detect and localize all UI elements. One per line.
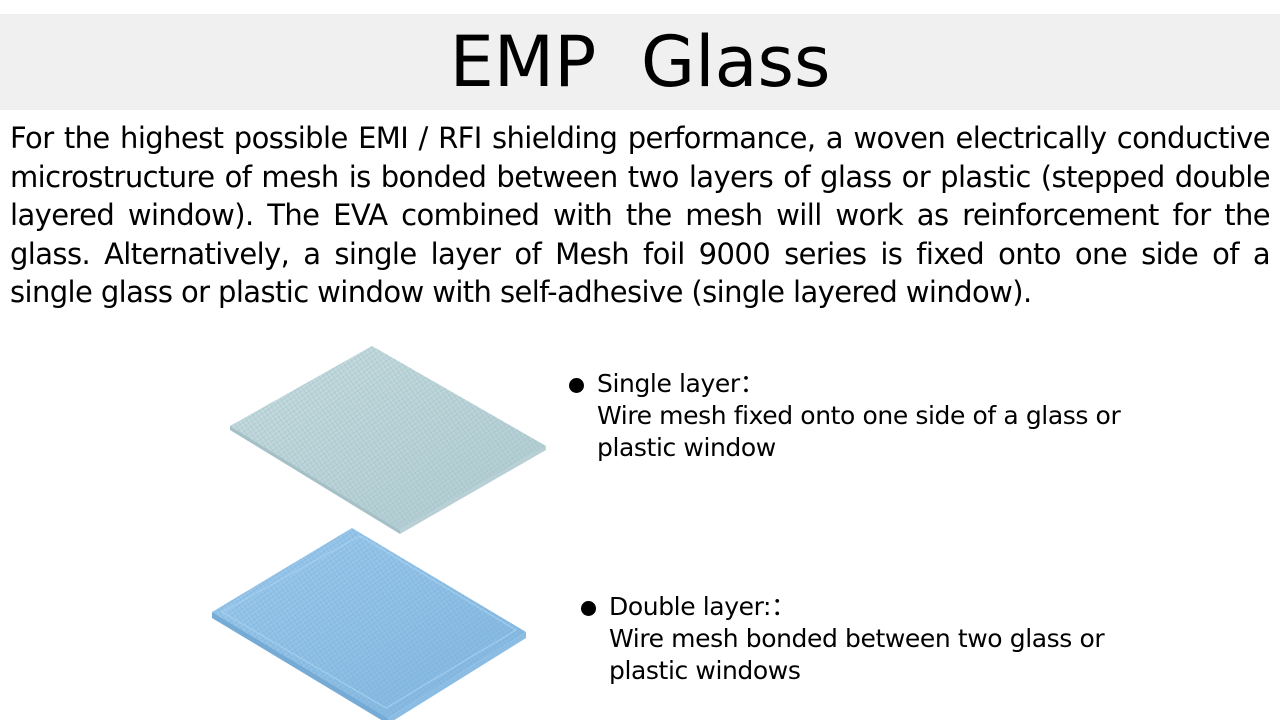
title-band: EMP Glass xyxy=(0,14,1280,110)
single-layer-line-1: Wire mesh fixed onto one side of a glass… xyxy=(597,401,1121,430)
double-layer-line-2: plastic windows xyxy=(609,656,801,685)
single-layer-bullet: Single layer： Wire mesh fixed onto one s… xyxy=(569,368,1169,468)
double-layer-line-1: Wire mesh bonded between two glass or xyxy=(609,624,1105,653)
single-layer-line-2: plastic window xyxy=(597,433,776,462)
bullet-dot-icon xyxy=(569,378,584,393)
double-layer-heading: Double layer:： xyxy=(609,592,796,621)
slide-title: EMP Glass xyxy=(449,21,831,103)
single-layer-text: Single layer： Wire mesh fixed onto one s… xyxy=(597,368,1121,464)
double-layer-bullet: Double layer:： Wire mesh bonded between … xyxy=(581,591,1181,691)
glass-illustration xyxy=(212,346,546,720)
single-layer-glass-image xyxy=(230,346,546,534)
double-layer-glass-image xyxy=(212,528,526,720)
double-layer-text: Double layer:： Wire mesh bonded between … xyxy=(609,591,1105,687)
bullet-dot-icon xyxy=(581,601,596,616)
single-layer-heading: Single layer： xyxy=(597,369,765,398)
intro-paragraph: For the highest possible EMI / RFI shiel… xyxy=(10,121,1271,309)
